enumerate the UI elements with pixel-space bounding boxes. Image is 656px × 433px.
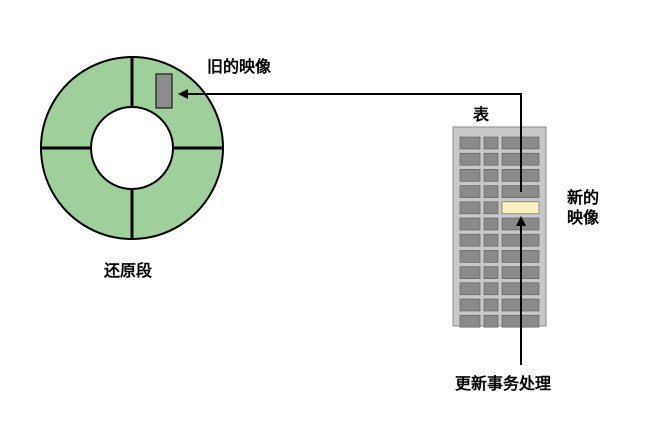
table-cell [483, 217, 499, 231]
table-cell [483, 152, 499, 166]
table-cell [459, 217, 481, 231]
old-image-block [155, 73, 173, 109]
table-cell [483, 169, 499, 182]
table-cell [459, 185, 481, 198]
table-cell [459, 233, 481, 247]
table-cell [483, 185, 499, 198]
table-cell [483, 250, 499, 263]
table-cell [459, 152, 481, 166]
old-image-label: 旧的映像 [207, 57, 272, 76]
new-image-cell [501, 201, 540, 215]
table-cell [459, 282, 481, 296]
new-image-label-line2: 映像 [567, 208, 600, 227]
update-transaction-label: 更新事务处理 [455, 374, 551, 393]
table-cell [459, 201, 481, 215]
rollback-segment-ring [39, 56, 224, 240]
table-cell [483, 233, 499, 247]
table-cell [483, 282, 499, 296]
table-cell [459, 136, 481, 150]
arrow-to-old-image [178, 89, 522, 192]
table-label: 表 [472, 105, 490, 124]
table-cell [483, 298, 499, 312]
table-cell [459, 298, 481, 312]
table-cell [459, 266, 481, 279]
table-cell [459, 250, 481, 263]
table-cell [483, 136, 499, 150]
table-cell [459, 314, 481, 328]
rollback-segment-label: 还原段 [103, 261, 153, 280]
table-cell [483, 266, 499, 279]
ring-shape [39, 56, 224, 240]
table-cell [483, 201, 499, 215]
table-cell [459, 169, 481, 182]
table-cell [483, 314, 499, 328]
table-graphic [452, 126, 547, 328]
new-image-label-line1: 新的 [567, 188, 599, 207]
